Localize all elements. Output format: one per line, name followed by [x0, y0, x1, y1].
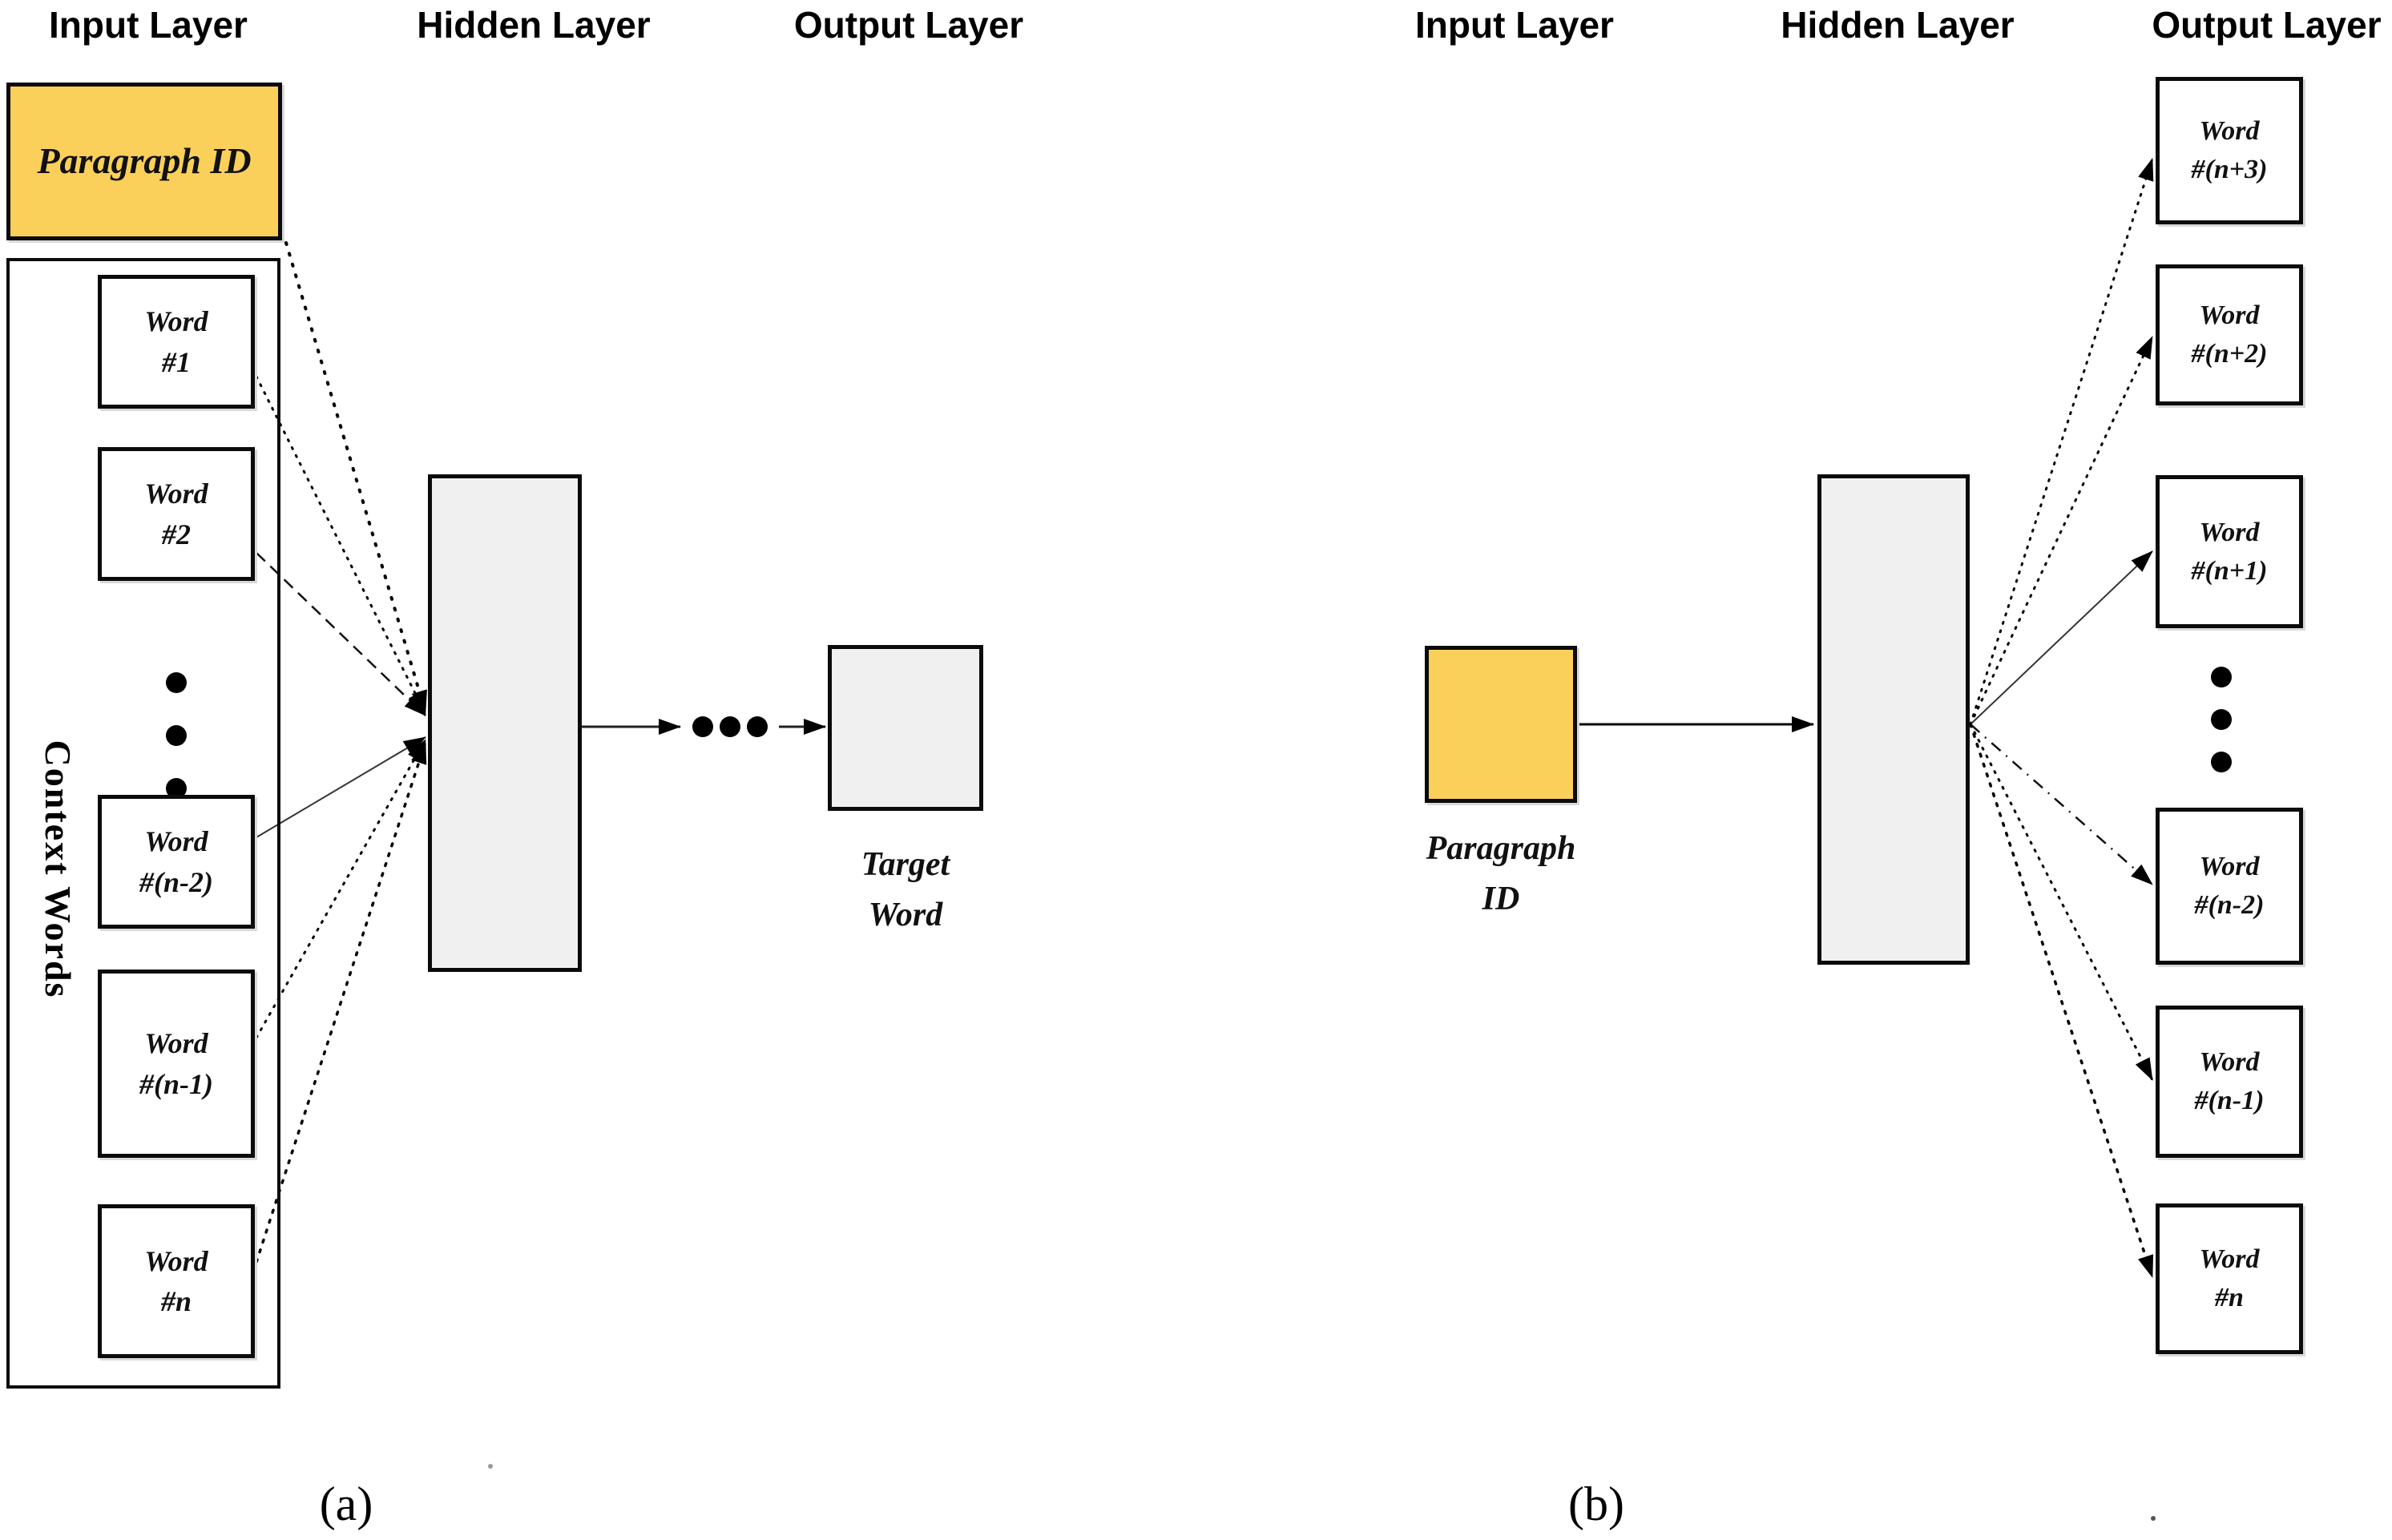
edge-hidden-b-to-word-n2p	[1969, 335, 2154, 726]
ellipsis-dot	[2211, 667, 2232, 687]
word-node-n-minus-2-line2: #(n-2)	[139, 865, 213, 898]
edge-hidden-b-to-word-n	[1969, 723, 2154, 1279]
word-node-n-line1: Word	[144, 1244, 208, 1277]
panel-a-hidden-layer-header: Hidden Layer	[417, 4, 651, 46]
word-node-n: Word #n	[98, 1204, 255, 1358]
ellipsis-dot	[166, 672, 187, 693]
word-node-n-minus-2-line1: Word	[144, 825, 208, 858]
ellipsis-dot	[2211, 752, 2232, 772]
output-node-n: Word #n	[2156, 1203, 2303, 1354]
output-n-plus-3-line1: Word	[2199, 116, 2260, 147]
panel-a-caption: (a)	[319, 1478, 373, 1530]
ellipsis-dot	[692, 716, 713, 737]
output-n-plus-3-line2: #(n+3)	[2191, 155, 2268, 184]
output-node-n-plus-3: Word #(n+3)	[2156, 77, 2303, 224]
paragraph-id-node-b	[1425, 646, 1577, 803]
output-n-plus-1-line1: Word	[2199, 517, 2260, 547]
edge-word-n1-to-hidden	[255, 738, 427, 1039]
edge-hidden-b-to-word-n1p	[1970, 550, 2153, 725]
edge-hidden-b-to-word-n2m	[1970, 724, 2153, 885]
ellipsis-dot	[166, 725, 187, 746]
edge-word-n2-to-hidden	[256, 736, 426, 838]
output-node-n-minus-1: Word #(n-1)	[2156, 1006, 2303, 1158]
edge-word2-to-hidden	[256, 552, 426, 716]
output-n-plus-2-line2: #(n+2)	[2191, 339, 2268, 369]
ellipsis-dot	[720, 716, 740, 737]
word-node-n-line2: #n	[160, 1285, 192, 1317]
edge-hidden-b-to-word-n3	[1969, 157, 2154, 726]
panel-b-output-layer-header: Output Layer	[2152, 4, 2382, 46]
paragraph-id-b-line2: ID	[1482, 881, 1520, 917]
word-node-1-line1: Word	[144, 305, 208, 338]
output-n-line1: Word	[2199, 1244, 2260, 1275]
word-node-n-minus-1-line1: Word	[144, 1027, 208, 1060]
output-node-n-minus-2: Word #(n-2)	[2156, 808, 2303, 965]
panel-a-output-layer-header: Output Layer	[793, 4, 1024, 46]
paragraph-id-label-b: Paragraph ID	[1396, 824, 1606, 925]
output-n-minus-1-line1: Word	[2199, 1047, 2260, 1078]
edge-paragraph-id-a-to-hidden	[284, 241, 427, 714]
word-node-1: Word #1	[98, 275, 255, 409]
edge-word-n-to-hidden	[255, 740, 427, 1264]
scan-speck	[488, 1464, 493, 1469]
panel-a-input-layer-header: Input Layer	[49, 4, 248, 46]
paragraph-id-b-line1: Paragraph	[1426, 830, 1576, 867]
output-n-minus-2-line2: #(n-2)	[2194, 890, 2265, 920]
ellipsis-dot	[747, 716, 768, 737]
hidden-layer-rect-b	[1817, 474, 1970, 965]
ellipsis-dot	[2211, 709, 2232, 730]
output-node-n-plus-1: Word #(n+1)	[2156, 475, 2303, 628]
paragraph-id-node-a: Paragraph ID	[6, 83, 282, 240]
context-words-group-box	[6, 258, 280, 1389]
word-node-2: Word #2	[98, 447, 255, 581]
panel-b-hidden-layer-header: Hidden Layer	[1781, 4, 2015, 46]
word-node-n-minus-2: Word #(n-2)	[98, 795, 255, 929]
output-node-n-plus-2: Word #(n+2)	[2156, 264, 2303, 405]
target-word-line2: Word	[868, 897, 943, 933]
output-n-minus-2-line1: Word	[2199, 852, 2260, 882]
paragraph-id-label-a: Paragraph ID	[37, 140, 252, 182]
scan-speck	[2151, 1516, 2156, 1521]
target-word-line1: Target	[861, 846, 950, 883]
word-node-n-minus-1-line2: #(n-1)	[139, 1067, 213, 1100]
panel-b-input-layer-header: Input Layer	[1415, 4, 1614, 46]
edge-hidden-b-to-word-n1m	[1969, 723, 2154, 1082]
word-node-2-line2: #2	[162, 518, 191, 550]
word-node-1-line2: #1	[162, 345, 191, 378]
output-n-minus-1-line2: #(n-1)	[2194, 1086, 2265, 1115]
hidden-layer-rect-a	[428, 474, 582, 972]
edge-word1-to-hidden	[255, 375, 427, 716]
ellipsis-dot	[166, 778, 187, 799]
word-node-n-minus-1: Word #(n-1)	[98, 970, 255, 1158]
word-node-2-line1: Word	[144, 478, 208, 510]
output-n-plus-2-line1: Word	[2199, 300, 2260, 331]
panel-b-caption: (b)	[1568, 1478, 1624, 1530]
output-n-line2: #n	[2215, 1283, 2244, 1312]
target-word-node	[828, 645, 983, 811]
output-n-plus-1-line2: #(n+1)	[2191, 555, 2268, 586]
context-words-label: Context Words	[38, 740, 79, 999]
target-word-label: Target Word	[805, 840, 1006, 941]
